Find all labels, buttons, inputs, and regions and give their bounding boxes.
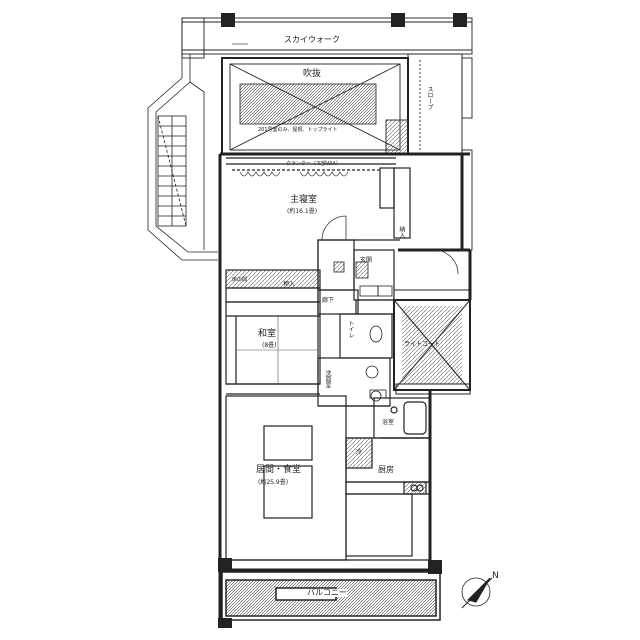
fukinuke-label: 吹抜 <box>303 69 322 79</box>
nyu-label: 納入 <box>398 226 405 238</box>
skywalk-label: スカイウォーク <box>284 35 340 44</box>
living-dining <box>225 395 430 561</box>
master-bedroom-size: (約16.1畳) <box>287 208 318 215</box>
rei-label: 冷 <box>356 449 363 456</box>
core-rooms <box>317 239 395 407</box>
rouka-label: 廊下 <box>322 297 335 304</box>
slope-area <box>385 53 473 251</box>
light-court <box>393 250 471 395</box>
skylight <box>239 83 377 125</box>
curtain-marks <box>239 171 349 177</box>
genkan-label: 玄関 <box>360 257 373 264</box>
outer-walls <box>218 152 472 620</box>
balcony-label: バルコニー <box>307 588 347 597</box>
washitsu-walls <box>225 269 321 395</box>
tokonoma-label: 床の間 <box>232 277 248 283</box>
master-bedroom-label: 主寝室 <box>290 195 318 205</box>
bathroom <box>373 397 431 439</box>
fixtures <box>333 261 393 402</box>
living-dining-size: (約25.9畳) <box>258 479 289 486</box>
door-swing <box>321 215 459 275</box>
kitchen-label: 厨房 <box>378 465 394 474</box>
toilet-label: トイレ <box>347 320 354 338</box>
light-court-label: ライトコート <box>404 341 441 348</box>
living-dining-label: 居間・食堂 <box>256 465 302 475</box>
structural-column <box>218 558 442 628</box>
fukinuke-note: 201号室のみ、屋根、トップライト <box>258 127 338 133</box>
closet-strip-label: クランター（下部WIA） <box>286 161 341 167</box>
oshiire-label: 押入 <box>283 281 296 288</box>
washitsu-label: 和室 <box>258 329 277 339</box>
slope-label: スロープ <box>426 86 433 110</box>
balcony <box>221 571 441 621</box>
structural-column <box>221 13 467 27</box>
north-arrow <box>461 577 493 609</box>
compass-label: N <box>492 571 499 581</box>
skywalk-area <box>181 17 473 59</box>
washitsu-size: (8畳) <box>262 342 277 349</box>
yokushitsu-label: 浴室 <box>382 419 395 426</box>
senmenjo-label: 洗面室 <box>324 370 331 388</box>
tatami-lines <box>236 316 318 384</box>
exterior-stair <box>147 54 218 261</box>
